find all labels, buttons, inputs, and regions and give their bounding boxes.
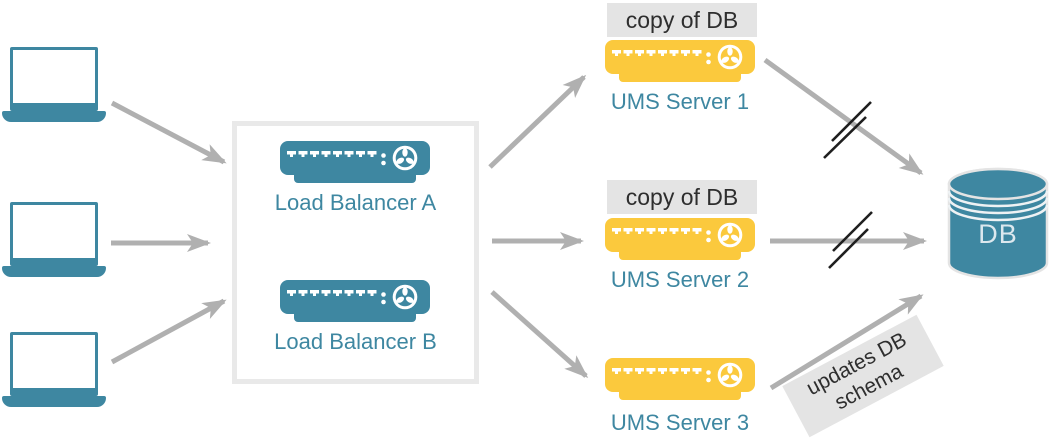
laptop-base xyxy=(2,266,106,277)
arrow-loadbalancers-to-ums3 xyxy=(490,290,589,378)
arrow-ums1-to-db xyxy=(763,57,924,176)
laptop-base xyxy=(2,111,106,122)
client-laptop-2 xyxy=(2,202,106,277)
laptop-screen xyxy=(10,47,98,111)
database-cylinder xyxy=(947,167,1049,280)
database-label: DB xyxy=(978,219,1018,249)
broken-connection-marker-ums2-db xyxy=(828,211,873,269)
ums-server-1-label: UMS Server 1 xyxy=(610,89,750,114)
client-laptop-1 xyxy=(2,47,106,122)
ums2-copy-of-db-note: copy of DB xyxy=(607,180,757,214)
load-balancer-b-icon xyxy=(280,280,430,324)
ums1-copy-of-db-note: copy of DB xyxy=(607,3,757,37)
database-icon: DB xyxy=(947,167,1049,280)
load-balancer-a-label: Load Balancer A xyxy=(274,190,437,215)
ums-server-2-icon xyxy=(605,218,755,262)
laptop-screen xyxy=(10,202,98,266)
client-laptop-3 xyxy=(2,332,106,407)
laptop-screen xyxy=(10,332,98,396)
updates-db-schema-note: updates DB schema xyxy=(782,314,944,438)
arrow-loadbalancers-to-ums1 xyxy=(488,74,587,169)
ums-server-3-icon xyxy=(605,358,755,402)
ums-server-3-label: UMS Server 3 xyxy=(610,410,750,435)
arrow-client3-to-loadbalancers xyxy=(110,298,227,365)
load-balancer-a-icon xyxy=(280,141,430,185)
broken-connection-marker-ums1-db xyxy=(823,101,872,159)
load-balancer-b-label: Load Balancer B xyxy=(274,329,437,354)
arrow-client1-to-loadbalancers xyxy=(110,100,227,165)
ums-server-1-icon xyxy=(605,40,755,84)
ums-server-2-label: UMS Server 2 xyxy=(610,267,750,292)
load-balancer-group-box xyxy=(232,121,479,384)
laptop-base xyxy=(2,396,106,407)
